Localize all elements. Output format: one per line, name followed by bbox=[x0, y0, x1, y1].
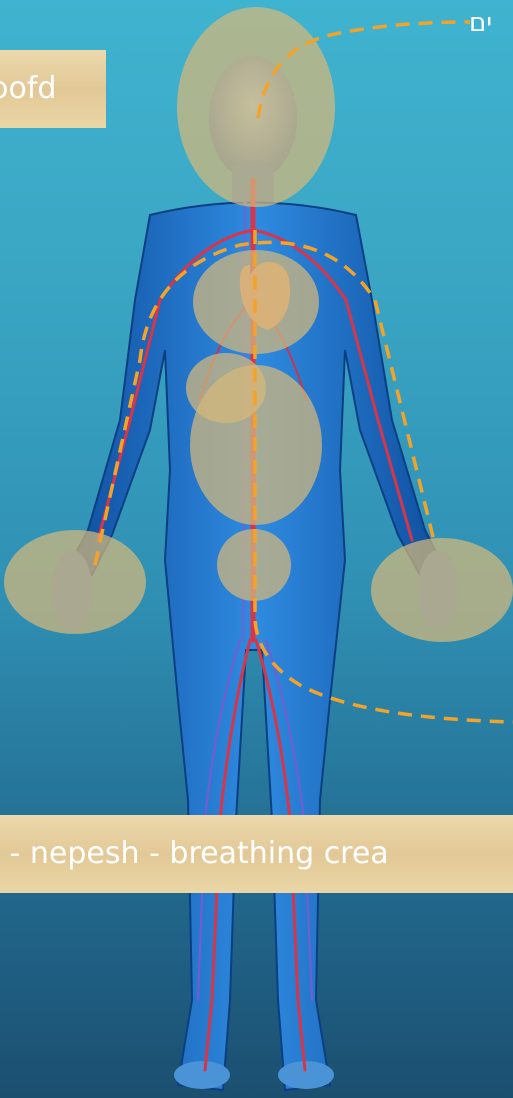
right-hand-highlight bbox=[371, 538, 513, 642]
kofd-label: ɔofd bbox=[0, 50, 106, 128]
hebrew-top-label: ים bbox=[469, 8, 492, 38]
nepesh-label: נ - nepesh - breathing crea bbox=[0, 815, 513, 893]
left-hand-highlight bbox=[4, 530, 146, 634]
head-highlight bbox=[177, 7, 335, 207]
